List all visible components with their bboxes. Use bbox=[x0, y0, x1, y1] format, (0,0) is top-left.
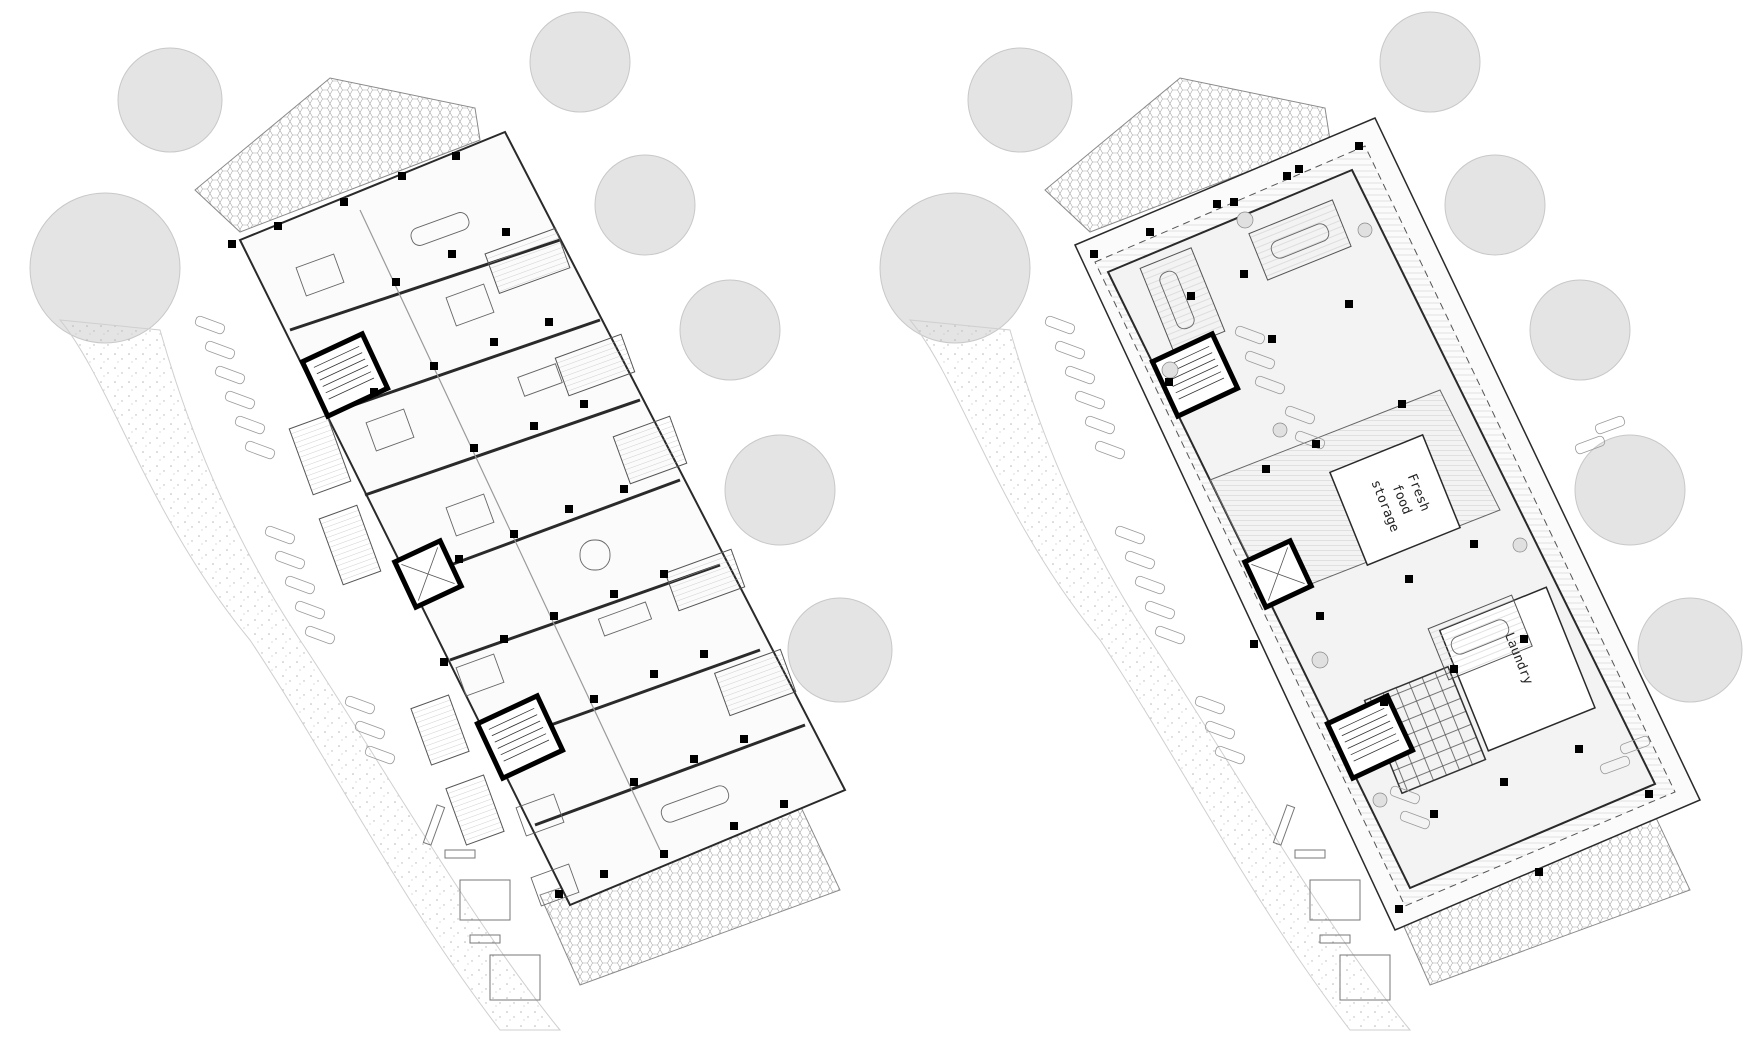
tree-icon bbox=[29, 192, 181, 344]
plant-icon bbox=[1236, 211, 1254, 229]
unit-walls bbox=[289, 238, 806, 827]
stair-cores bbox=[1149, 330, 1416, 782]
fresh-food-storage-room bbox=[1328, 433, 1462, 567]
balconies bbox=[288, 227, 797, 846]
stair-core-icon bbox=[1149, 330, 1241, 420]
tree-icon bbox=[787, 597, 893, 703]
tree-icon bbox=[1574, 434, 1686, 546]
plants bbox=[1161, 211, 1528, 808]
plant-icon bbox=[1512, 537, 1528, 553]
elevator-core-icon bbox=[1241, 537, 1315, 611]
elevator-core-icon bbox=[391, 537, 465, 611]
tree-icon bbox=[529, 11, 631, 113]
tree-icon bbox=[1379, 11, 1481, 113]
tree-icon bbox=[594, 154, 696, 256]
columns bbox=[228, 152, 788, 898]
north-terrace bbox=[194, 77, 481, 233]
north-terrace bbox=[1044, 77, 1331, 233]
plant-icon bbox=[1311, 651, 1329, 669]
plan-typical-floor bbox=[29, 11, 893, 1031]
parking-stripes bbox=[1044, 315, 1246, 765]
plant-icon bbox=[1357, 222, 1373, 238]
tree-icon bbox=[679, 279, 781, 381]
building-outline bbox=[238, 130, 847, 907]
tree-icon bbox=[967, 47, 1073, 153]
parking-stripes bbox=[194, 315, 396, 765]
tree-icon bbox=[1529, 279, 1631, 381]
tree-icon bbox=[1637, 597, 1743, 703]
stair-cores bbox=[299, 330, 566, 782]
tree-icon bbox=[879, 192, 1031, 344]
furniture bbox=[295, 212, 730, 907]
plant-icon bbox=[1272, 422, 1288, 438]
columns bbox=[1090, 142, 1653, 913]
plant-icon bbox=[1161, 361, 1179, 379]
plant-icon bbox=[1372, 792, 1388, 808]
stair-core-icon bbox=[1324, 692, 1416, 782]
trees-group bbox=[29, 11, 893, 703]
tree-icon bbox=[724, 434, 836, 546]
tree-icon bbox=[1444, 154, 1546, 256]
plan-roof-floor: Fresh food storage Laundry bbox=[879, 11, 1743, 1031]
tree-icon bbox=[117, 47, 223, 153]
garden-strip bbox=[908, 319, 1412, 1031]
site-furniture bbox=[1272, 804, 1391, 1001]
site-furniture bbox=[422, 804, 541, 1001]
garden-strip bbox=[58, 319, 562, 1031]
roof-dining-tables bbox=[1159, 223, 1510, 655]
roof-planters bbox=[1234, 325, 1651, 830]
stair-core-icon bbox=[299, 330, 391, 420]
stair-core-icon bbox=[474, 692, 566, 782]
